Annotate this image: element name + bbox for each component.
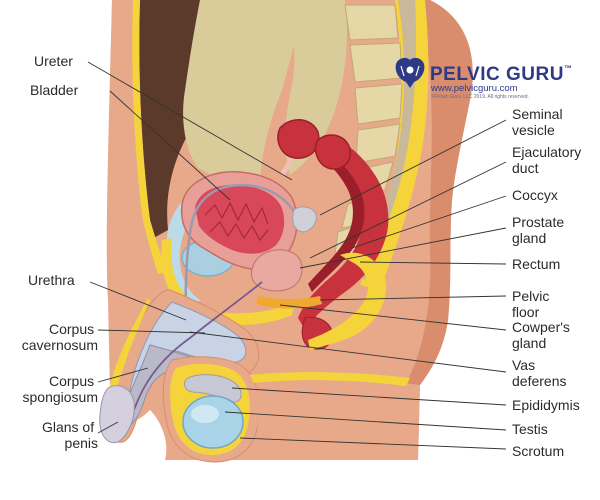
label-ejaculatory-duct-2: duct [512, 160, 539, 176]
rectum-inner [308, 150, 365, 292]
label-rectum: Rectum [512, 256, 560, 272]
label-urethra: Urethra [28, 272, 75, 288]
abdominal-wall-fat [132, 0, 166, 274]
seminal-vesicle-shape [292, 206, 317, 233]
intestines [183, 0, 300, 181]
svg-text:Urethra: Urethra [28, 272, 75, 288]
label-bladder: Bladder [30, 82, 79, 98]
svg-text:Ejaculatory duct: Ejaculatory duct [512, 144, 585, 176]
label-scrotum: Scrotum [512, 443, 564, 459]
label-epididymis: Epididymis [512, 397, 580, 413]
brand-copyright: ©Pelvic Guru, LLC 2019. All rights reser… [431, 93, 529, 100]
label-corpus-spongiosum-1: Corpus [49, 373, 94, 389]
testis-shape [182, 395, 244, 449]
label-cowpers-gland-2: gland [512, 335, 546, 351]
label-seminal-vesicle-2: vesicle [512, 122, 555, 138]
label-coccyx: Coccyx [512, 187, 558, 203]
label-glans-of-penis-2: penis [65, 435, 98, 451]
colon-loop-1 [277, 119, 320, 159]
svg-text:Cowper's gland: Cowper's gland [512, 319, 574, 351]
label-ureter: Ureter [34, 53, 73, 69]
svg-text:Vas deferens: Vas deferens [512, 357, 566, 389]
label-pelvic-floor-1: Pelvic [512, 288, 549, 304]
label-corpus-cavernosum-2: cavernosum [22, 337, 98, 353]
svg-text:Rectum: Rectum [512, 256, 560, 272]
rectum-outer [298, 135, 389, 330]
brand-logo: PELVIC GURU™ www.pelvicguru.com ©Pelvic … [395, 57, 572, 100]
label-vas-deferens-2: deferens [512, 373, 566, 389]
svg-text:Bladder: Bladder [30, 82, 79, 98]
thigh-fat [250, 372, 410, 386]
bladder-rugae [204, 201, 269, 242]
svg-text:Testis: Testis [512, 421, 548, 437]
label-seminal-vesicle-1: Seminal [512, 106, 563, 122]
label-cowpers-gland-1: Cowper's [512, 319, 570, 335]
left-labels: Ureter Bladder Urethra Corpus cavernosum… [22, 53, 98, 451]
svg-text:Epididymis: Epididymis [512, 397, 580, 413]
buttock-fat [308, 252, 387, 350]
pelvis-logo-icon [395, 57, 425, 88]
label-vas-deferens-1: Vas [512, 357, 535, 373]
brand-name: PELVIC GURU [430, 64, 564, 85]
leader-lines [87, 61, 507, 450]
testis-highlight [191, 405, 219, 423]
svg-text:Coccyx: Coccyx [512, 187, 558, 203]
thigh [250, 379, 420, 460]
label-testis: Testis [512, 421, 548, 437]
svg-text:Scrotum: Scrotum [512, 443, 564, 459]
brand-url: www.pelvicguru.com [430, 83, 518, 94]
svg-text:Seminal vesicle: Seminal vesicle [512, 106, 566, 138]
svg-text:Prostate gland: Prostate gland [512, 214, 568, 246]
pelvic-floor-muscle [256, 296, 322, 309]
colon-loop-2 [314, 134, 351, 170]
svg-text:PELVIC GURU™: PELVIC GURU™ [430, 64, 572, 85]
svg-text:Corpus spongiosum: Corpus spongiosum [23, 373, 99, 405]
brand-trademark: ™ [564, 64, 573, 73]
bladder-inner [195, 184, 285, 254]
prostate-shape [250, 249, 303, 292]
label-glans-of-penis-1: Glans of [42, 419, 94, 435]
label-prostate-gland-2: gland [512, 230, 546, 246]
label-ejaculatory-duct-1: Ejaculatory [512, 144, 581, 160]
svg-text:Ureter: Ureter [34, 53, 73, 69]
label-corpus-spongiosum-2: spongiosum [23, 389, 99, 405]
svg-text:Corpus cavernosum: Corpus cavernosum [22, 321, 98, 353]
label-corpus-cavernosum-1: Corpus [49, 321, 94, 337]
right-labels: Seminal vesicle Ejaculatory duct Coccyx … [512, 106, 585, 459]
epididymis-shape [184, 374, 242, 403]
svg-text:Pelvic floor: Pelvic floor [512, 288, 553, 320]
label-pelvic-floor-2: floor [512, 304, 540, 320]
label-prostate-gland-1: Prostate [512, 214, 564, 230]
glans-shape [99, 385, 135, 444]
buttock-shade [405, 0, 473, 385]
svg-text:Glans of penis: Glans of penis [42, 419, 98, 451]
